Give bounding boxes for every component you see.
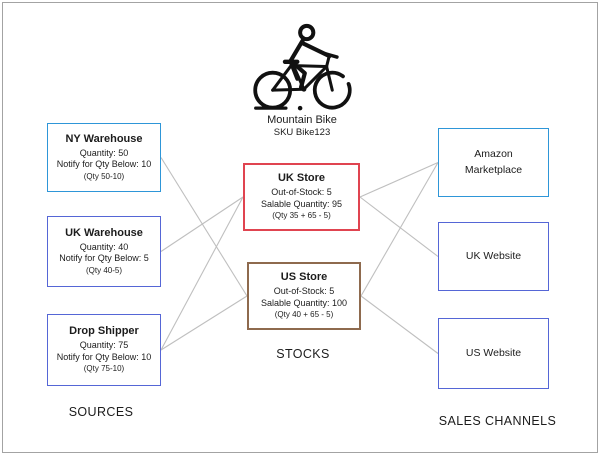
sales-channels-column-label: SALES CHANNELS — [438, 414, 557, 428]
quantity-line: Quantity: 75 — [79, 340, 129, 351]
box-title: UK Warehouse — [65, 226, 143, 239]
product-sku: SKU Bike123 — [273, 127, 331, 138]
notify-line: Notify for Qty Below: 10 — [56, 159, 152, 170]
qty-formula: (Qty 40-5) — [85, 265, 122, 275]
box-title: Drop Shipper — [69, 325, 139, 338]
qty-formula: (Qty 75-10) — [83, 364, 125, 374]
box-title: UK Store — [277, 172, 326, 185]
product-header: Mountain Bike SKU Bike123 — [222, 22, 382, 138]
channel-box-us-website: US Website — [438, 318, 549, 389]
source-box-drop-shipper: Drop Shipper Quantity: 75 Notify for Qty… — [47, 314, 161, 386]
out-of-stock-line: Out-of-Stock: 5 — [271, 187, 332, 198]
product-name: Mountain Bike — [267, 114, 337, 126]
channel-box-amazon-marketplace: Amazon Marketplace — [438, 128, 549, 197]
box-title: US Store — [280, 271, 328, 284]
channel-box-uk-website: UK Website — [438, 222, 549, 291]
salable-quantity-line: Salable Quantity: 100 — [260, 297, 348, 308]
stock-box-us-store: US Store Out-of-Stock: 5 Salable Quantit… — [247, 262, 361, 330]
channel-title: UK Website — [465, 249, 522, 262]
stocks-column-label: STOCKS — [276, 347, 330, 361]
quantity-line: Quantity: 50 — [79, 147, 129, 158]
qty-formula: (Qty 50-10) — [83, 171, 125, 181]
source-box-ny-warehouse: NY Warehouse Quantity: 50 Notify for Qty… — [47, 123, 161, 192]
qty-formula: (Qty 40 + 65 - 5) — [274, 310, 334, 320]
salable-quantity-line: Salable Quantity: 95 — [260, 198, 343, 209]
notify-line: Notify for Qty Below: 5 — [59, 253, 149, 264]
sources-column-label: SOURCES — [68, 405, 134, 419]
channel-title: Amazon Marketplace — [464, 148, 523, 176]
channel-title: US Website — [465, 346, 522, 359]
qty-formula: (Qty 35 + 65 - 5) — [272, 211, 331, 221]
source-box-uk-warehouse: UK Warehouse Quantity: 40 Notify for Qty… — [47, 216, 161, 287]
mountain-bike-icon — [253, 23, 352, 111]
stock-box-uk-store: UK Store Out-of-Stock: 5 Salable Quantit… — [243, 163, 360, 231]
out-of-stock-line: Out-of-Stock: 5 — [273, 286, 335, 297]
quantity-line: Quantity: 40 — [79, 241, 129, 252]
box-title: NY Warehouse — [65, 132, 143, 145]
notify-line: Notify for Qty Below: 10 — [56, 351, 152, 362]
